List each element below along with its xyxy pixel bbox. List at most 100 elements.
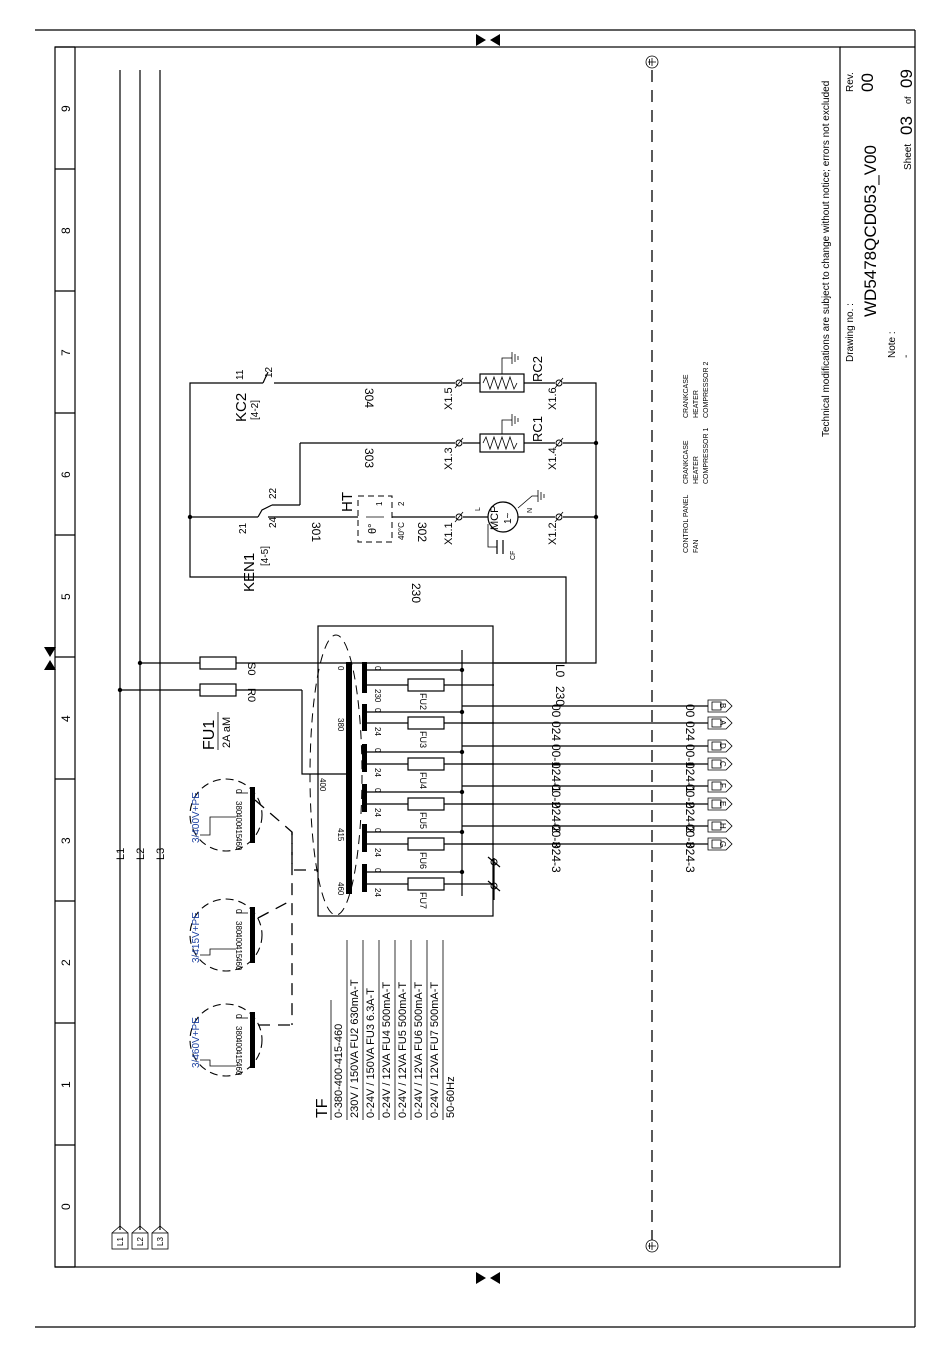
rc1-name: RC1 (530, 416, 545, 442)
caption-2-0: CRANKCASE (683, 374, 690, 418)
kc2-ref: [4-2] (250, 400, 261, 420)
caption-1-1: HEATER (693, 456, 700, 484)
output-terminal-d: D (718, 743, 727, 749)
caption-1-0: CRANKCASE (683, 440, 690, 484)
tf-sec-tap-1: 230 (373, 689, 382, 703)
tf-sec-tap-10: 0 (373, 868, 382, 873)
rc1-earth-icon (511, 414, 519, 426)
tf-sec-tap-0: 0 (373, 666, 382, 671)
caption-0-0: CONTROL PANEL (683, 495, 690, 553)
ken1-name: KEN1 (241, 553, 258, 592)
rc2-earth-icon (511, 352, 519, 364)
phase-lines: L1 L2 L3 L1 L2 L3 (111, 70, 169, 1250)
tf-sec-tap-5: 24 (373, 768, 382, 777)
output-terminal-f: F (718, 783, 727, 788)
wire-301: 301 (309, 522, 323, 542)
wire-right-00: 00 (683, 704, 697, 718)
fuse-fu6-label: FU6 (418, 852, 428, 869)
wire-near-00-3: 00-3 (549, 824, 563, 848)
phase-label-l3: L3 (155, 848, 167, 860)
terminal-X1-5: X1.5 (443, 387, 455, 410)
inset-400-tap-400: 400 (234, 813, 243, 827)
mcp-name: MCP (489, 506, 501, 530)
inset-460-tap-380: 380 (234, 1026, 243, 1040)
bottom-center-mark-icon (476, 1272, 500, 1284)
terminal-l3: L3 (156, 1237, 165, 1246)
ht-pin-1: 1 (375, 501, 384, 506)
inset-460-tap-415: 415 (234, 1050, 243, 1064)
mcp-pin-n: N (527, 508, 534, 513)
wire-302: 302 (415, 522, 429, 542)
wire-230-ctrl: 230 (409, 583, 423, 603)
tf-name: TF (314, 1098, 331, 1118)
column-label-5: 5 (59, 593, 73, 600)
caption-1-2: COMPRESSOR 1 (703, 427, 710, 484)
sheet-number: 03 (897, 116, 916, 135)
fu1-rating: 2A aM (221, 717, 233, 748)
tf-sec-tap-6: 0 (373, 788, 382, 793)
rev-label: Rev. (845, 72, 856, 92)
drawing-no-label: Drawing no. : (845, 303, 856, 362)
mcp-pin-l: L (475, 507, 482, 511)
rc1-resistor-icon (482, 435, 518, 451)
drawing-number: WD5478QCD053_V00 (861, 145, 880, 317)
fu1-s0-label: S0 (245, 662, 257, 675)
earth-bottom-symbol-icon (648, 1242, 656, 1250)
inset-title-460: 3/460V+PE (191, 1017, 202, 1068)
tf-sec-tap-11: 24 (373, 888, 382, 897)
wire-near-024: 024 (549, 721, 563, 741)
wire-near-230: 230 (553, 686, 567, 706)
earth-top-symbol-icon (648, 58, 656, 66)
inset-415-tap-0: 0 (234, 909, 243, 914)
column-label-1: 1 (59, 1081, 73, 1088)
tf-spec-row-1: 230V / 150VA FU2 630mA-T (349, 979, 361, 1118)
wire-near-024-1: 024-1 (549, 762, 563, 793)
mcp-cap-label: CF (510, 551, 517, 560)
tf-tap-415: 415 (336, 828, 345, 842)
terminal-X1-2: X1.2 (547, 522, 559, 545)
output-terminal-g: G (718, 841, 727, 847)
tf-spec-row-3: 0-24V / 12VA FU4 500mA-T (381, 982, 393, 1118)
tf-sec-tap-3: 24 (373, 727, 382, 736)
kc2-name: KC2 (233, 393, 250, 422)
inset-415-tap-415: 415 (234, 945, 243, 959)
tf-tap-0: 0 (336, 666, 345, 671)
caption-0-1: FAN (693, 539, 700, 553)
tf-spec-row-0: 0-380-400-415-460 (333, 1024, 345, 1118)
column-label-4: 4 (59, 715, 73, 722)
fuse-fu4-label: FU4 (418, 772, 428, 789)
wire-right-00-3: 00-3 (683, 824, 697, 848)
caption-2-2: COMPRESSOR 2 (703, 361, 710, 418)
ht-name: HT (339, 492, 356, 512)
mcp-earth-icon (537, 490, 545, 502)
wire-near-00: 00 (549, 704, 563, 718)
fu1-fuse: S0 R0 FU1 2A aM (120, 656, 352, 775)
terminal-l2: L2 (136, 1237, 145, 1246)
tf-spec-row-2: 0-24V / 150VA FU3 6.3A-T (365, 988, 377, 1118)
column-label-6: 6 (59, 471, 73, 478)
tf-spec-row-6: 0-24V / 12VA FU7 500mA-T (429, 982, 441, 1118)
ht-setting: 40°C (397, 522, 406, 540)
ht-symbol: θ° (367, 523, 379, 534)
tf-spec-row-7: 50-60Hz (445, 1076, 457, 1118)
ht-pin-2: 2 (397, 501, 406, 506)
wire-right-00-2: 00-2 (683, 784, 697, 808)
inset-400-tap-415: 415 (234, 825, 243, 839)
fuse-fu7-label: FU7 (418, 892, 428, 909)
column-label-2: 2 (59, 959, 73, 966)
sheet-of-label: of (903, 96, 913, 104)
tf-tap-380: 380 (336, 718, 345, 732)
output-terminal-a: A (718, 720, 727, 726)
wire-304: 304 (362, 388, 376, 408)
kc2-pin-12: 12 (264, 366, 275, 378)
top-center-mark-icon (476, 34, 500, 46)
kc2-pin-11: 11 (235, 369, 246, 380)
tf-tap-400: 400 (318, 778, 327, 792)
tf-sec-tap-8: 0 (373, 828, 382, 833)
output-terminal-h: H (718, 823, 727, 829)
rev-value: 00 (858, 73, 877, 92)
tf-spec-table: TF 0-380-400-415-460 230V / 150VA FU2 630… (314, 940, 457, 1120)
mcp-capacitor-icon (496, 540, 504, 554)
